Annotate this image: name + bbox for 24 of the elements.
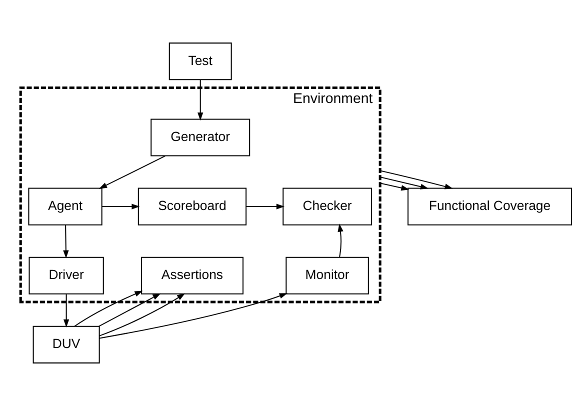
node-box: DUV bbox=[32, 326, 100, 364]
node-box: Assertions bbox=[140, 256, 244, 294]
node-box: Monitor bbox=[286, 256, 369, 294]
node-box: Scoreboard bbox=[138, 188, 247, 226]
arrow bbox=[63, 294, 70, 328]
arrow bbox=[198, 80, 204, 121]
arrow bbox=[338, 224, 344, 257]
arrow bbox=[63, 225, 69, 258]
arrow bbox=[102, 204, 140, 210]
node-box: Agent bbox=[28, 188, 102, 226]
arrow bbox=[99, 293, 288, 339]
arrow bbox=[99, 293, 186, 336]
arrow bbox=[380, 182, 410, 191]
node-box: Functional Coverage bbox=[408, 188, 572, 226]
arrow bbox=[246, 204, 285, 210]
node-box: Checker bbox=[282, 188, 372, 226]
node-box: Test bbox=[168, 42, 232, 80]
node-box: Generator bbox=[150, 118, 250, 156]
node-box: Driver bbox=[28, 256, 104, 294]
arrow bbox=[74, 290, 143, 327]
arrow bbox=[98, 156, 166, 189]
arrow bbox=[98, 293, 161, 327]
arrow bbox=[380, 176, 429, 190]
arrow bbox=[380, 170, 453, 190]
